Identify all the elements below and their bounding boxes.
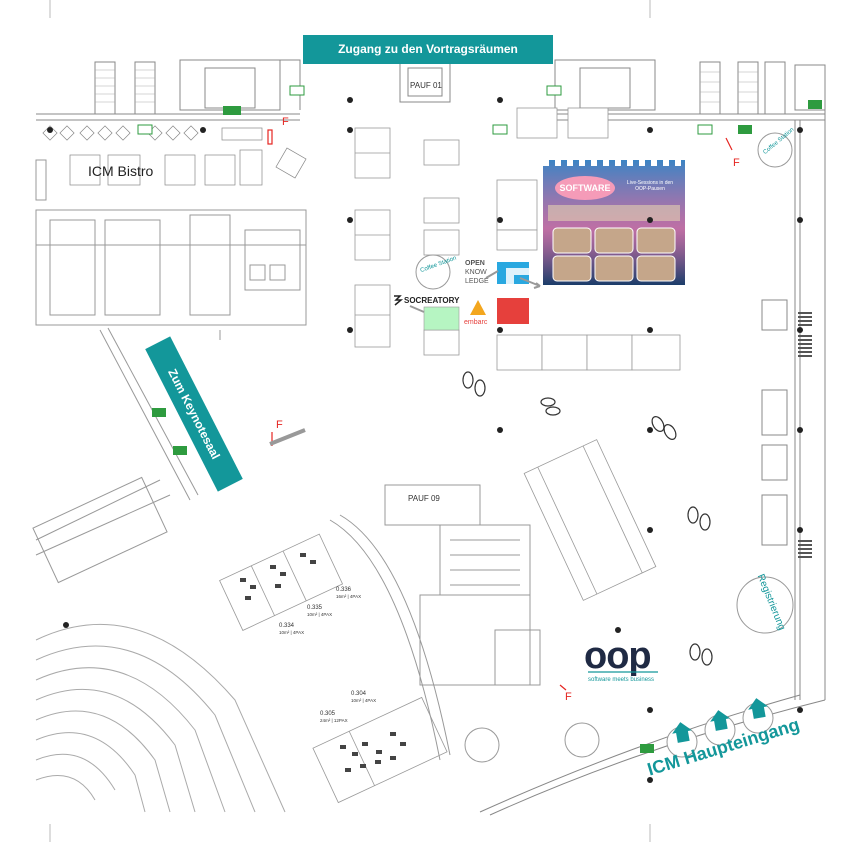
booth-tables [354, 107, 681, 371]
pauf09-block [329, 484, 541, 761]
fire-marker: F [282, 116, 289, 128]
coffee-station-desk [415, 254, 451, 290]
oop-logo: oop [584, 635, 651, 677]
socreatory-logo: SOCREATORY [404, 296, 460, 305]
lecture-rooms-banner: Zugang zu den Vortragsräumen [303, 35, 553, 64]
poster-subtitle-text: Live-Sessions in den OOP-Pausen [626, 180, 674, 192]
entrance-doors [666, 702, 774, 758]
footprints-icon [462, 371, 713, 666]
room-chairs [240, 553, 406, 772]
escalator-block [523, 439, 657, 601]
fire-marker: F [565, 691, 572, 703]
entrance-arrow-icon [672, 698, 768, 743]
registration-desk [736, 576, 794, 634]
open-knowledge-logo: OPEN KNOW LEDGE [465, 260, 489, 285]
room-number: 0.304 [351, 691, 367, 697]
pauf09-label: PAUF 09 [408, 494, 440, 503]
arrow-icon [519, 277, 541, 289]
fire-marker: F [733, 157, 740, 169]
room-labels: 0.336 16m² | 4PAX 0.335 10m² | 4PAX 0.33… [279, 587, 376, 723]
socreatory-booth [423, 306, 460, 331]
room-number: 0.305 [320, 711, 336, 717]
right-windows [798, 312, 812, 558]
bistro-label: ICM Bistro [88, 163, 154, 179]
room-detail: 24m² | 12PAX [320, 718, 348, 723]
oop-tagline: software meets business [588, 677, 654, 683]
bistro-seating [42, 125, 307, 186]
info-desk [564, 722, 600, 758]
info-desk [464, 727, 500, 763]
room-number: 0.335 [307, 605, 323, 611]
embarc-booth [497, 298, 529, 324]
poster-title: SOFTWARE [560, 183, 611, 193]
room-detail: 16m² | 4PAX [336, 594, 361, 599]
pauf01-label: PAUF 01 [410, 81, 442, 90]
socreatory-icon [394, 295, 404, 306]
svg-text:LEDGE: LEDGE [465, 278, 489, 285]
kitchen-area [35, 159, 307, 326]
room-number: 0.334 [279, 623, 295, 629]
room-detail: 10m² | 4PAX [307, 612, 332, 617]
corridor-walls [32, 327, 221, 584]
room-number: 0.336 [336, 587, 352, 593]
room-detail: 10m² | 4PAX [351, 698, 376, 703]
meeting-rooms [219, 533, 448, 804]
svg-text:KNOW: KNOW [465, 269, 487, 276]
room-detail: 10m² | 4PAX [279, 630, 304, 635]
exit-sign-icon [137, 85, 822, 753]
software-poster: SOFTWARE [543, 160, 685, 285]
building-walls [36, 59, 826, 700]
keynote-hall-rows [35, 623, 286, 813]
coffee-station-desk [757, 132, 793, 168]
entrance-wall [479, 694, 826, 816]
embarc-logo: embarc [464, 319, 488, 326]
fire-marker: F [276, 419, 283, 431]
fire-extinguisher-icon [267, 129, 733, 691]
embarc-sail-icon [470, 300, 486, 315]
crop-marks [49, 0, 651, 842]
lecture-rooms-banner-text: Zugang zu den Vortragsräumen [338, 42, 518, 56]
svg-text:OPEN: OPEN [465, 260, 485, 267]
